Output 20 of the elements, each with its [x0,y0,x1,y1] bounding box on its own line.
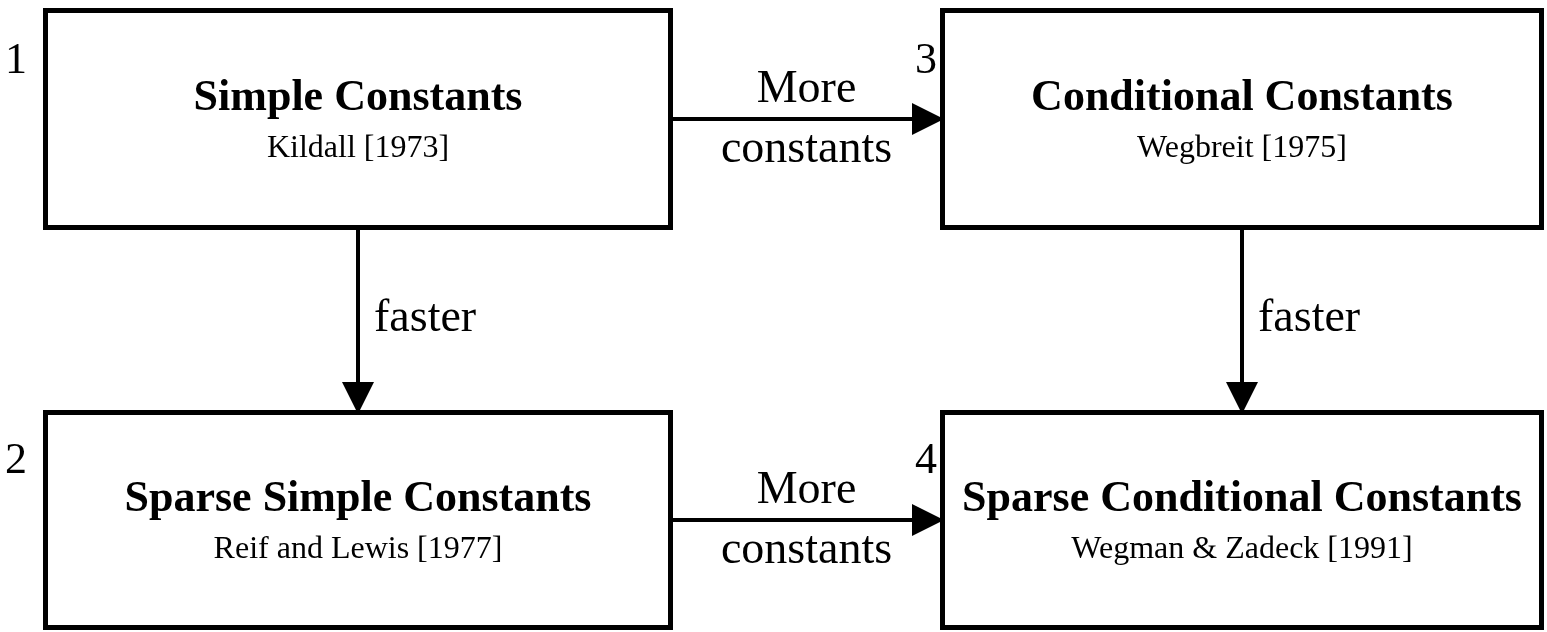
edge-label: faster [374,290,477,342]
box-title: Simple Constants [193,71,523,121]
box-citation: Reif and Lewis [1977] [213,528,503,567]
box-number: 1 [5,35,27,83]
process-box [43,410,673,630]
box-number: 2 [5,435,27,483]
edge-label: faster [1258,290,1361,342]
box-number: 4 [915,435,937,483]
edge-label: More constants [719,461,894,575]
box-citation: Wegman & Zadeck [1991] [1071,528,1413,567]
box-title: Sparse Conditional Constants [962,472,1522,522]
box-title: Conditional Constants [1031,71,1453,121]
box-number: 3 [915,35,937,83]
process-box [940,8,1544,230]
process-box [43,8,673,230]
box-citation: Kildall [1973] [266,127,450,166]
edge-label: More constants [719,60,894,174]
box-title: Sparse Simple Constants [124,472,592,522]
box-citation: Wegbreit [1975] [1137,127,1347,166]
process-box [940,410,1544,630]
